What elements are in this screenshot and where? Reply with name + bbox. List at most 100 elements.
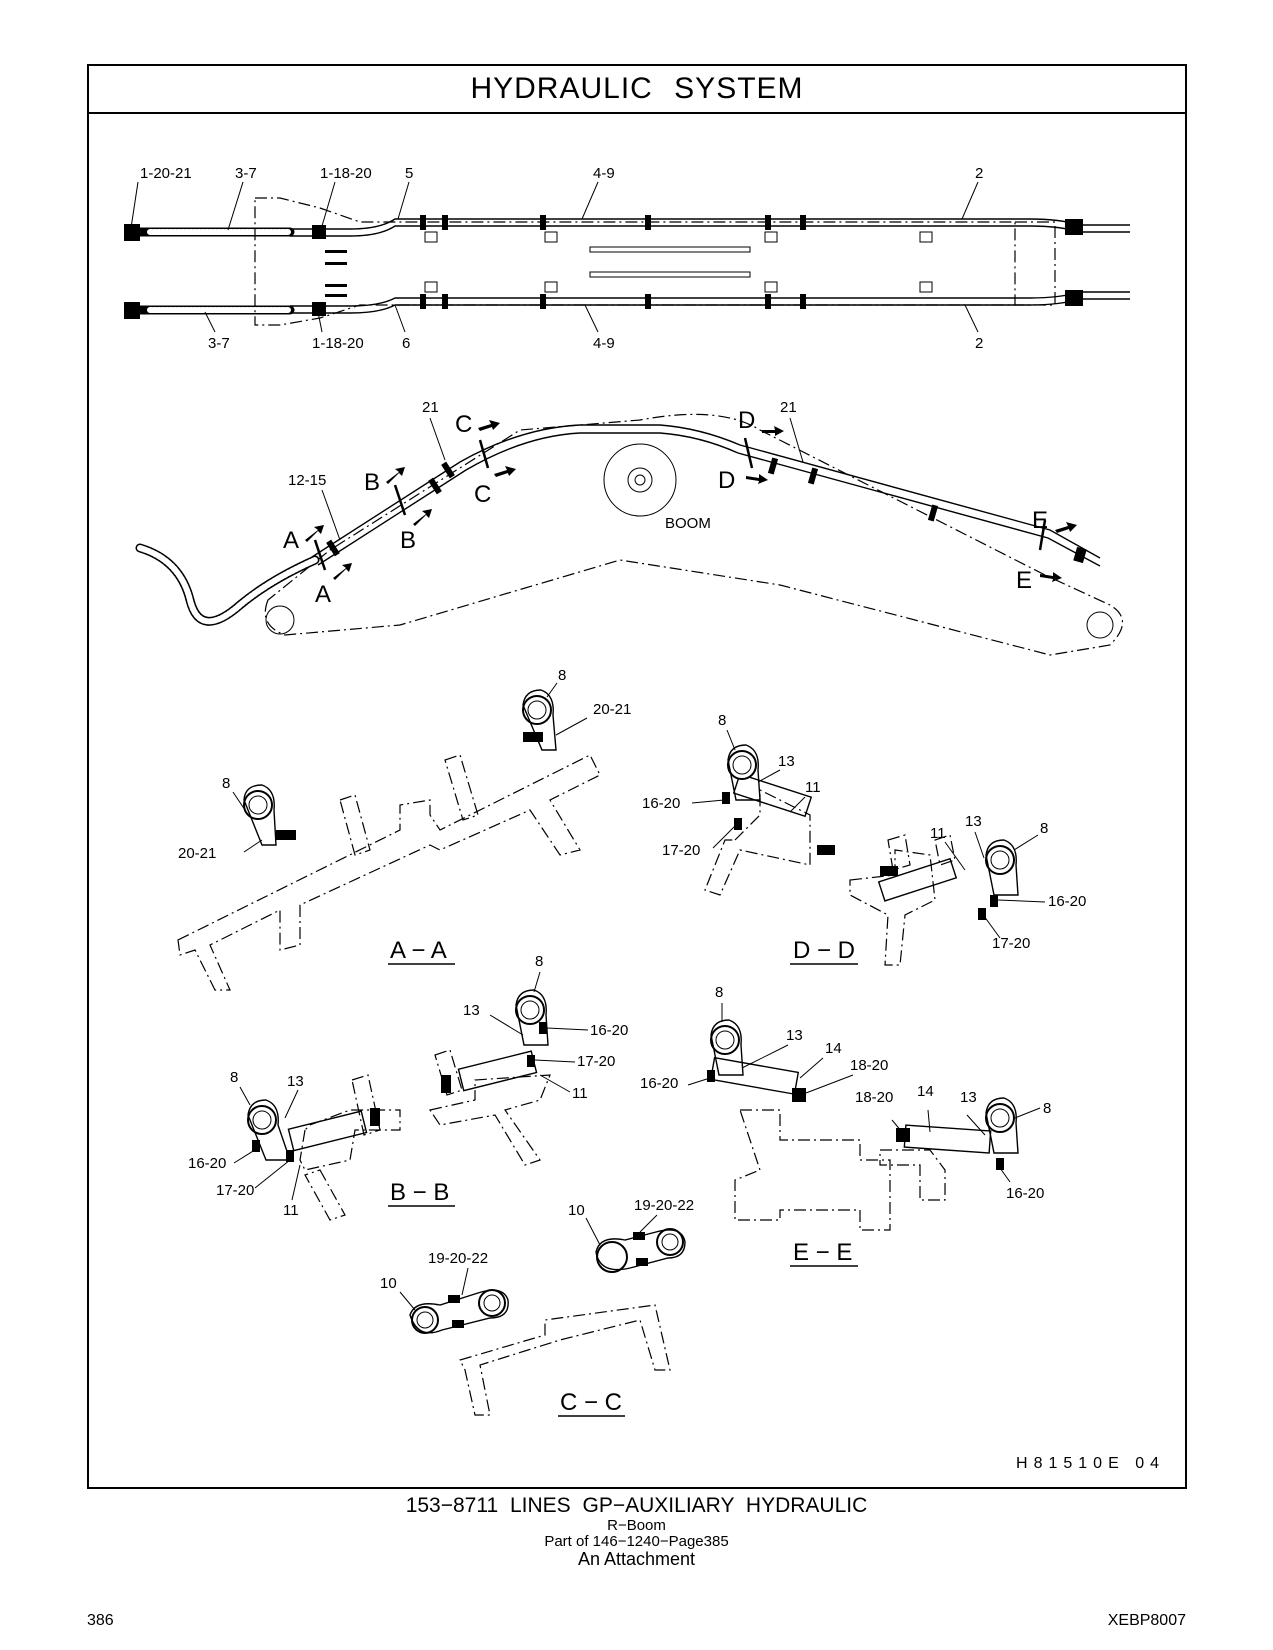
side-line-lower [317,432,1101,567]
aa-title: A − A [390,937,447,964]
marker-e-upper: E [1032,507,1048,534]
cc-leaders [399,1214,658,1311]
lower-line-inner [290,298,1130,314]
section-ee: 8 13 14 18-20 16-20 18-20 14 13 8 16-20 … [640,984,1051,1267]
cc-pipe-right-a [596,1241,628,1273]
ee-clamp-left [710,1019,744,1076]
marker-b-upper: B [364,469,380,496]
bb-pipe-left [247,1105,277,1135]
cc-label-3: 19-20-22 [634,1197,694,1214]
dd-label-6: 13 [965,813,982,830]
ee-pipe-right [985,1103,1015,1133]
bb-label-3: 17-20 [216,1182,254,1199]
upper-hose-fitting [124,224,140,241]
cc-clamp-left [409,1289,509,1334]
cc-clamp-right [595,1229,686,1271]
aa-label-2: 8 [558,667,566,684]
marker-c-upper: C [455,411,472,438]
marker-b-lower: B [400,527,416,554]
bb-pipe-right [515,995,545,1025]
dd-label-3: 16-20 [642,795,680,812]
ee-label-5: 18-20 [855,1089,893,1106]
label-bottom-0: 3-7 [208,335,230,352]
ee-label-1: 13 [786,1027,803,1044]
section-bb: 8 13 16-20 17-20 11 8 13 16-20 17-20 11 … [188,953,628,1221]
cc-structure [459,1304,671,1416]
boom-label: BOOM [665,515,711,532]
boom-nose-pin [1086,611,1114,639]
cc-pipe-left-b [478,1289,506,1317]
bb-label-4: 11 [283,1202,299,1219]
side-line-upper [311,424,1101,559]
label-top-2: 1-18-20 [320,165,372,182]
bb-label-7: 16-20 [590,1022,628,1039]
side-clamps [326,457,1087,564]
ee-label-7: 13 [960,1089,977,1106]
caption-main: 153−8711 LINES GP−AUXILIARY HYDRAULIC [405,1494,868,1517]
brackets [424,231,933,293]
label-bottom-4: 2 [975,335,983,352]
upper-line-outer [290,218,1130,230]
ee-leaders [687,1003,1041,1183]
label-top-0: 1-20-21 [140,165,192,182]
bb-label-6: 13 [463,1002,480,1019]
callout-12-15: 12-15 [288,472,326,489]
line-clamps [312,215,1083,316]
cc-label-0: 10 [380,1275,397,1292]
caption: 153−8711 LINES GP−AUXILIARY HYDRAULIC R−… [0,1494,1273,1568]
dd-clamp-right [985,839,1019,896]
dd-label-2: 11 [805,779,821,796]
marker-c-lower: C [474,481,491,508]
dd-label-5: 11 [930,825,946,842]
bb-bracket-right [457,1050,538,1092]
dd-clamp-left [727,744,761,801]
label-bottom-2: 6 [402,335,410,352]
section-dd: 8 13 11 16-20 17-20 11 13 8 16-20 17-20 … [642,712,1086,966]
cc-pipe-left-a [411,1306,439,1334]
boom-foot-pin [265,605,295,635]
label-top-5: 2 [975,165,983,182]
cc-title: C − C [560,1389,622,1416]
upper-line-inner [290,225,1130,237]
ee-label-6: 14 [917,1083,934,1100]
ee-label-8: 8 [1043,1100,1051,1117]
top-view: 1-20-21 3-7 1-18-20 5 4-9 2 3-7 1-18-20 … [124,165,1130,352]
boom-cylinder-pin [603,443,677,517]
dd-label-4: 17-20 [662,842,700,859]
doc-code: XEBP8007 [1107,1612,1186,1629]
dd-bracket-right [877,857,958,902]
title-bar: HYDRAULIC SYSTEM [89,66,1185,114]
marker-d-lower: D [718,467,735,494]
side-leaders [321,417,804,541]
label-bottom-3: 4-9 [593,335,615,352]
caption-attachment: An Attachment [577,1549,696,1569]
lower-hose-fitting [124,302,140,319]
label-bottom-1: 1-18-20 [312,335,364,352]
bb-label-0: 8 [230,1069,238,1086]
caption-part-of: Part of 146−1240−Page385 [544,1533,729,1550]
marker-a-lower: A [315,581,331,608]
dd-structure-right [849,849,936,966]
dd-label-8: 16-20 [1048,893,1086,910]
hydraulic-diagram: 1-20-21 3-7 1-18-20 5 4-9 2 3-7 1-18-20 … [124,165,1130,1417]
aa-clamp-left [243,784,277,846]
top-leaders [130,181,979,333]
lower-line-outer [290,291,1130,307]
dd-label-0: 8 [718,712,726,729]
dd-title: D − D [793,937,855,964]
marker-d-upper: D [738,407,755,434]
dd-structure-left [704,789,811,896]
aa-label-3: 20-21 [593,701,631,718]
bb-title: B − B [390,1179,449,1206]
boom-outline-side [264,413,1124,656]
caption-sub: R−Boom [607,1517,666,1534]
aa-clamp-right [522,689,557,751]
bb-bracket-left [287,1110,368,1152]
ee-pipe-left [710,1025,740,1055]
page-number: 386 [87,1612,114,1629]
page-title: HYDRAULIC SYSTEM [470,72,804,105]
bb-leaders [233,971,589,1201]
aa-label-1: 20-21 [178,845,216,862]
ee-structure [734,1109,891,1231]
bb-label-2: 16-20 [188,1155,226,1172]
